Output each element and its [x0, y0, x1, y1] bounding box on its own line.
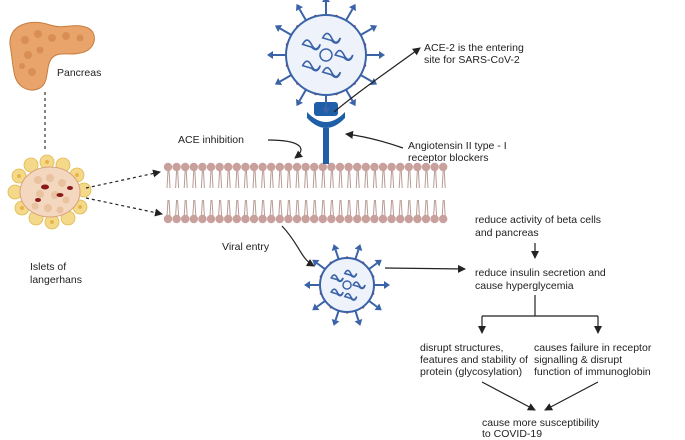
ace2-label-line2: site for SARS-CoV-2 — [424, 54, 520, 66]
islet-arrow-upper — [85, 169, 161, 189]
coronavirus-icon — [267, 0, 385, 114]
susceptibility-line2: to COVID-19 — [482, 428, 543, 440]
virus-to-effect-arrow — [384, 264, 466, 273]
failure-line3: function of immunoglobin — [534, 366, 651, 378]
failure-line1: causes failure in receptor — [534, 342, 652, 354]
islet-arrow-lower — [85, 197, 163, 217]
ace-inhibition-label: ACE inhibition — [178, 134, 244, 146]
islets-label-line1: Islets of — [30, 261, 67, 273]
disrupt-line2: features and stability of — [420, 354, 528, 366]
blockers-label-line1: Angiotensin II type - I — [408, 140, 507, 152]
failure-line2: signalling & disrupt — [534, 354, 623, 366]
susceptibility-line1: cause more susceptibility — [482, 417, 600, 429]
disrupt-line1: disrupt structures, — [420, 342, 504, 354]
pancreas-label: Pancreas — [57, 67, 102, 79]
ace2-arrow — [333, 47, 421, 113]
islets-label-line2: langerhans — [30, 274, 82, 286]
ace-inhibition-arrow — [267, 139, 303, 159]
viral-entry-label: Viral entry — [222, 241, 270, 253]
blockers-label-line2: receptor blockers — [408, 152, 489, 164]
cell-membrane — [163, 162, 448, 224]
ace2-label-line1: ACE-2 is the entering — [424, 42, 524, 54]
merge-left-arrow — [481, 381, 536, 411]
coronavirus-icon — [304, 244, 390, 326]
blockers-arrow — [345, 130, 404, 149]
insulin-line2: cause hyperglycemia — [475, 280, 574, 292]
disrupt-line3: protein (glycosylation) — [420, 366, 523, 378]
islet-icon — [7, 154, 92, 230]
merge-right-arrow — [544, 381, 599, 411]
pancreas-icon — [9, 21, 95, 91]
insulin-line1: reduce insulin secretion and — [475, 267, 606, 279]
viral-entry-arrow — [281, 225, 315, 267]
beta-cells-line2: and pancreas — [475, 227, 539, 239]
beta-cells-line1: reduce activity of beta cells — [475, 214, 602, 226]
